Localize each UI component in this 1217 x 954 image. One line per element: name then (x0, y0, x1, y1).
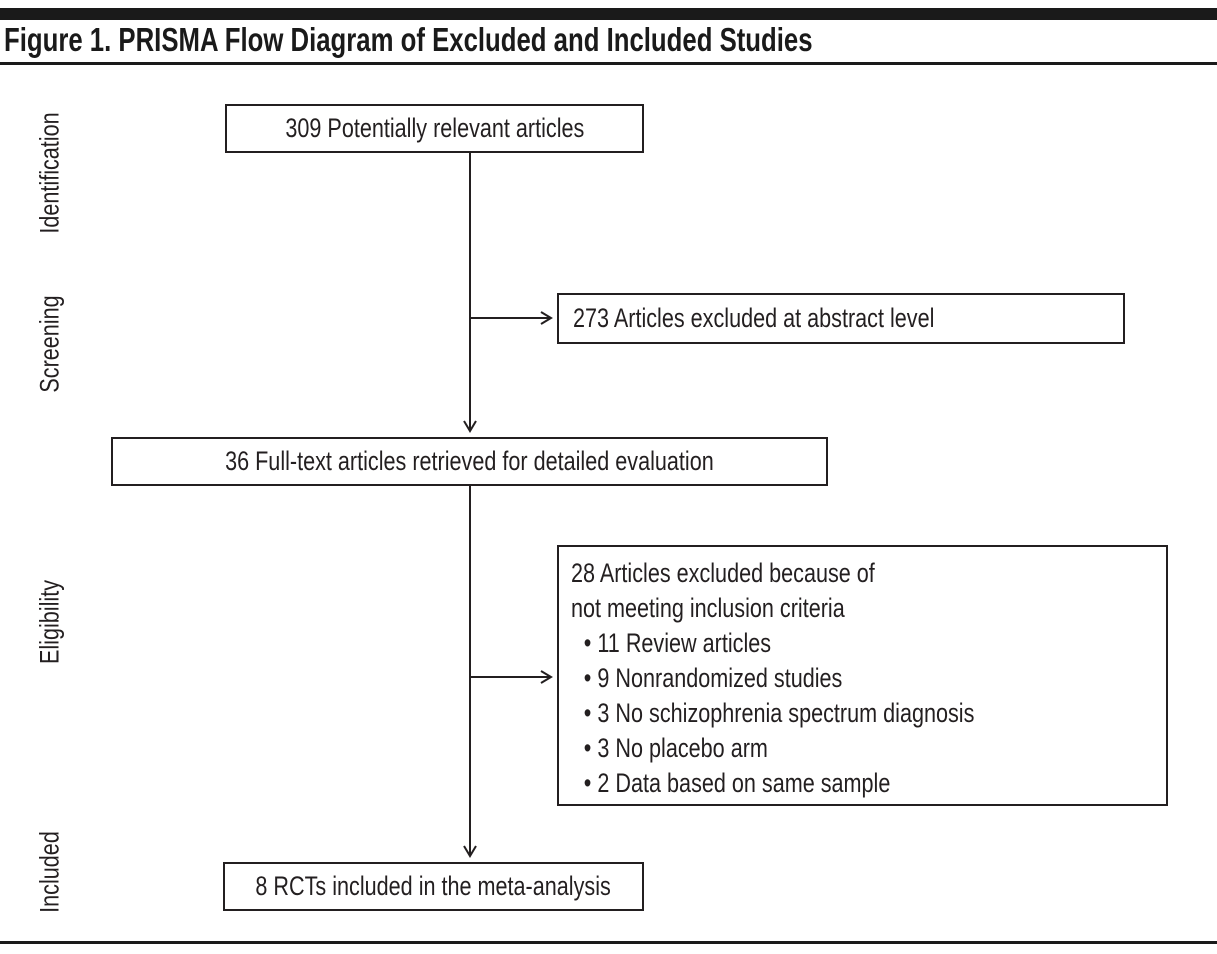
excluded-heading-line2: not meeting inclusion criteria (571, 593, 845, 623)
box-excluded-criteria-content: 28 Articles excluded because of not meet… (571, 556, 1037, 801)
title-divider-rule (0, 62, 1217, 65)
box-abstract-excluded: 273 Articles excluded at abstract level (557, 293, 1125, 344)
excluded-bullet-no-placebo-arm: 3 No placebo arm (571, 731, 1037, 766)
figure-title: Figure 1. PRISMA Flow Diagram of Exclude… (4, 21, 1041, 59)
stage-label-eligibility: Eligibility (34, 579, 65, 665)
bottom-rule (0, 941, 1217, 944)
box-rcts-included: 8 RCTs included in the meta-analysis (223, 862, 644, 911)
box-potentially-relevant: 309 Potentially relevant articles (225, 104, 644, 153)
box-abstract-excluded-text: 273 Articles excluded at abstract level (573, 303, 935, 333)
top-thick-rule (0, 8, 1217, 20)
box-potentially-relevant-text: 309 Potentially relevant articles (285, 113, 584, 143)
excluded-bullet-no-schizophrenia-diagnosis: 3 No schizophrenia spectrum diagnosis (571, 696, 1037, 731)
stage-label-identification: Identification (34, 112, 65, 234)
box-fulltext-retrieved: 36 Full-text articles retrieved for deta… (111, 437, 828, 486)
box-rcts-included-text: 8 RCTs included in the meta-analysis (255, 871, 612, 901)
stage-label-screening: Screening (34, 295, 65, 393)
figure-title-text: Figure 1. PRISMA Flow Diagram of Exclude… (4, 21, 813, 58)
stage-label-included: Included (34, 831, 65, 913)
box-excluded-criteria: 28 Articles excluded because of not meet… (557, 545, 1168, 806)
excluded-bullet-nonrandomized: 9 Nonrandomized studies (571, 661, 1037, 696)
excluded-bullet-review-articles: 11 Review articles (571, 626, 1037, 661)
excluded-bullet-same-sample: 2 Data based on same sample (571, 766, 1037, 801)
box-fulltext-retrieved-text: 36 Full-text articles retrieved for deta… (225, 446, 714, 476)
excluded-heading-line1: 28 Articles excluded because of (571, 558, 875, 588)
